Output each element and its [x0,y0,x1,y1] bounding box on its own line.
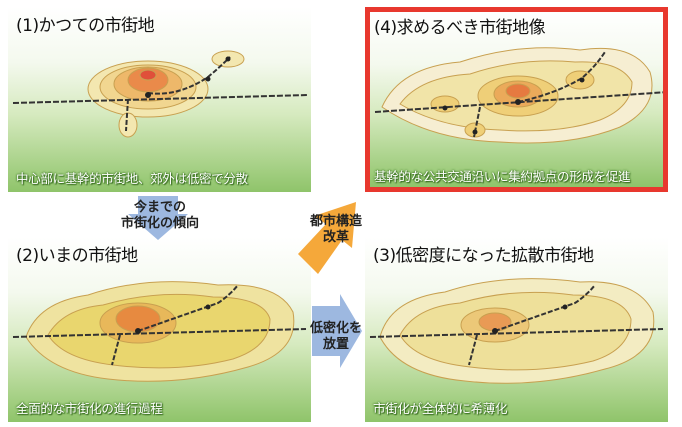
panel-title: (3)低密度になった拡散市街地 [373,246,594,266]
down-arrow [128,196,188,240]
diagonal-arrow-line2: 改革 [322,230,349,245]
down-arrow-line2: 市街化の傾向 [120,216,199,231]
panel-title: (2)いまの市街地 [16,246,138,266]
panel-past-city: (1)かつての市街地 中心部に基幹的市街地、郊外は低密で分散 [8,7,311,192]
right-arrow [312,294,362,368]
panel-desired-city: (4)求めるべき市街地像 基幹的な公共交通沿いに集約拠点の形成を促進 [365,7,668,192]
right-arrow-line1: 低密化を [309,321,362,336]
panel-current-city: (2)いまの市街地 全面的な市街化の進行過程 [8,237,311,422]
sprawled-city-map [369,278,664,384]
right-arrow-label: 低密化を 放置 [306,321,366,353]
down-arrow-label: 今までの 市街化の傾向 [100,200,220,232]
panel-caption: 市街化が全体的に希薄化 [373,401,508,416]
panel-caption: 中心部に基幹的市街地、郊外は低密で分散 [16,171,248,186]
diagonal-arrow-line1: 都市構造 [309,214,362,229]
panel-title: (1)かつての市街地 [16,16,155,36]
desired-city-map [374,47,663,144]
panel-caption: 全面的な市街化の進行過程 [16,401,163,416]
panel-sprawled-city: (3)低密度になった拡散市街地 市街化が全体的に希薄化 [365,237,668,422]
diagonal-arrow-label: 都市構造 改革 [300,214,372,246]
past-city-map [12,50,309,138]
down-arrow-line1: 今までの [133,200,186,215]
panel-caption: 基幹的な公共交通沿いに集約拠点の形成を促進 [374,169,631,184]
current-city-map [12,281,307,382]
right-arrow-line2: 放置 [322,337,349,352]
panel-title: (4)求めるべき市街地像 [374,18,546,38]
diagonal-arrow [298,202,356,274]
